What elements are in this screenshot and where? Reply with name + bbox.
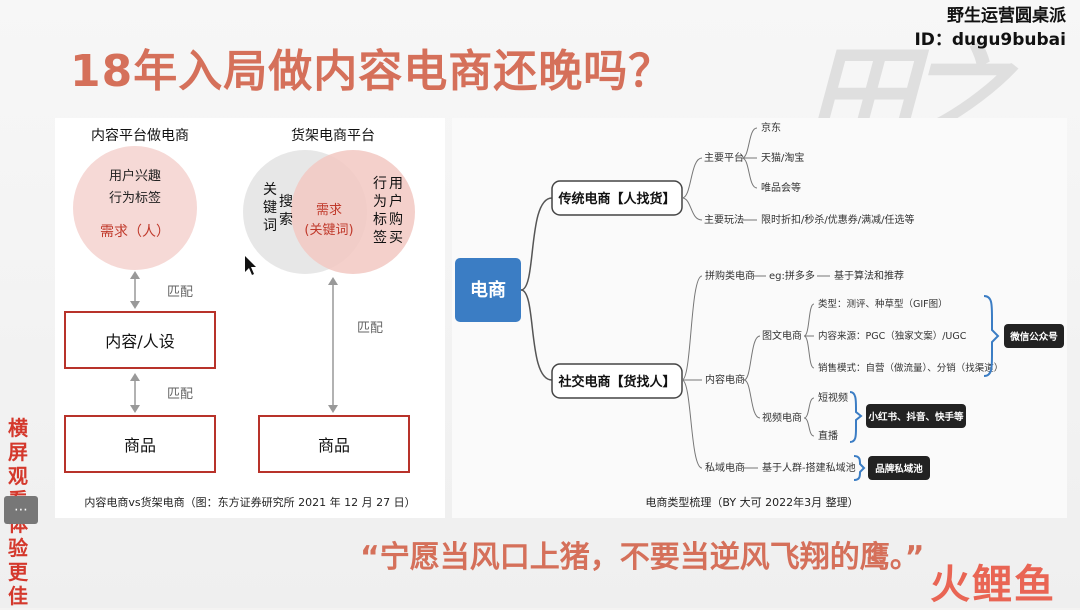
play-detail: 限时折扣/秒杀/优惠券/满减/任选等 (761, 213, 914, 226)
video-item-short: 短视频 (818, 391, 848, 404)
private-label: 私域电商 (705, 461, 745, 474)
right-caption: 电商类型梳理（BY 大可 2022年3月 整理） (645, 495, 858, 509)
venn-search-col: 搜索 (279, 194, 293, 228)
video-brace (849, 391, 863, 443)
content-persona-label: 内容/人设 (105, 332, 174, 351)
brand-private-label: 品牌私域池 (875, 463, 923, 475)
venn-behavior-col: 行为标签 (373, 176, 387, 246)
video-platform-label: 小红书、抖音、快手等 (867, 411, 964, 423)
quote-text: “宁愿当风口上猪，不要当逆风飞翔的鹰。” (360, 540, 925, 575)
page-title: 18年入局做内容电商还晚吗？ (70, 46, 674, 97)
brand-id: ID：dugu9bubai (914, 30, 1066, 50)
more-button[interactable]: ⋯ (4, 496, 38, 524)
match-label-3: 匹配 (357, 321, 383, 336)
match-label-2: 匹配 (167, 387, 193, 402)
venn-buy-circle (291, 150, 415, 274)
pinduo-label: 拼购类电商 (705, 269, 755, 282)
graphic-ecom-label: 图文电商 (762, 329, 802, 342)
private-brace (853, 455, 866, 481)
need-person-label: 需求（人） (100, 224, 170, 240)
interest-line1: 用户兴趣 (109, 168, 161, 184)
private-desc: 基于人群-搭建私域池 (762, 461, 856, 474)
content-persona-box (64, 311, 216, 369)
brand-private-tag[interactable] (868, 456, 930, 480)
platform-tmall: 天猫/淘宝 (761, 151, 804, 164)
wechat-tag[interactable] (1004, 324, 1064, 348)
pinduo-eg: eg:拼多多 (769, 269, 815, 282)
ecommerce-mindmap: 电商 传统电商【人找货】 社交电商【货找人】 主要平台 京东 天猫/淘宝 唯品会… (452, 118, 1067, 518)
venn-keyword-col: 关键词 (263, 182, 277, 234)
venn-need-keyword: (关键词) (304, 223, 353, 238)
left-caption: 内容电商vs货架电商（图：东方证券研究所 2021 年 12 月 27 日） (84, 495, 415, 509)
col2-title: 货架电商平台 (291, 127, 375, 144)
need-circle (73, 146, 197, 270)
goods-box-left (64, 415, 216, 473)
root-to-traditional (520, 197, 553, 291)
video-item-live: 直播 (818, 429, 838, 442)
wechat-label: 微信公众号 (1009, 331, 1058, 343)
brand-label: 野生运营圆桌派 ID：dugu9bubai (914, 4, 1066, 52)
goods-label-left: 商品 (124, 436, 156, 455)
goods-label-right: 商品 (318, 436, 350, 455)
video-ecom-label: 视频电商 (762, 411, 802, 424)
main-platform-label: 主要平台 (704, 151, 744, 164)
main-play-label: 主要玩法 (704, 213, 744, 226)
pinduo-desc: 基于算法和推荐 (834, 269, 904, 282)
graphic-brace (983, 295, 1000, 377)
root-label: 电商 (470, 279, 506, 301)
graphic-item-2: 内容来源：PGC（独家文案）/UGC (818, 330, 967, 342)
match-label-1: 匹配 (167, 285, 193, 300)
goods-box-right (258, 415, 410, 473)
brand-name: 野生运营圆桌派 (947, 6, 1066, 26)
content-vs-shelf-diagram: 内容平台做电商 货架电商平台 用户兴趣 行为标签 需求（人） 关键词 搜索 需求… (55, 118, 445, 518)
traditional-label: 传统电商【人找货】 (557, 191, 675, 207)
content-ecom-label: 内容电商 (705, 373, 745, 386)
graphic-item-3: 销售模式：自营（做流量）、分销（找渠道） (818, 362, 1003, 374)
graphic-item-1: 类型：测评、种草型（GIF图） (818, 298, 948, 310)
col1-title: 内容平台做电商 (91, 127, 189, 144)
site-logo: 火鲤鱼 (930, 562, 1056, 608)
venn-user-col: 用户购买 (389, 176, 403, 246)
social-label: 社交电商【货找人】 (557, 374, 675, 390)
mouse-cursor-icon (245, 256, 256, 275)
platform-jd: 京东 (761, 121, 781, 134)
root-to-social (520, 289, 553, 381)
root-node[interactable] (455, 258, 521, 322)
platform-vip: 唯品会等 (761, 181, 801, 194)
video-platform-tag[interactable] (866, 404, 966, 428)
social-node[interactable] (551, 363, 683, 399)
interest-line2: 行为标签 (109, 190, 161, 206)
venn-need: 需求 (316, 203, 342, 218)
